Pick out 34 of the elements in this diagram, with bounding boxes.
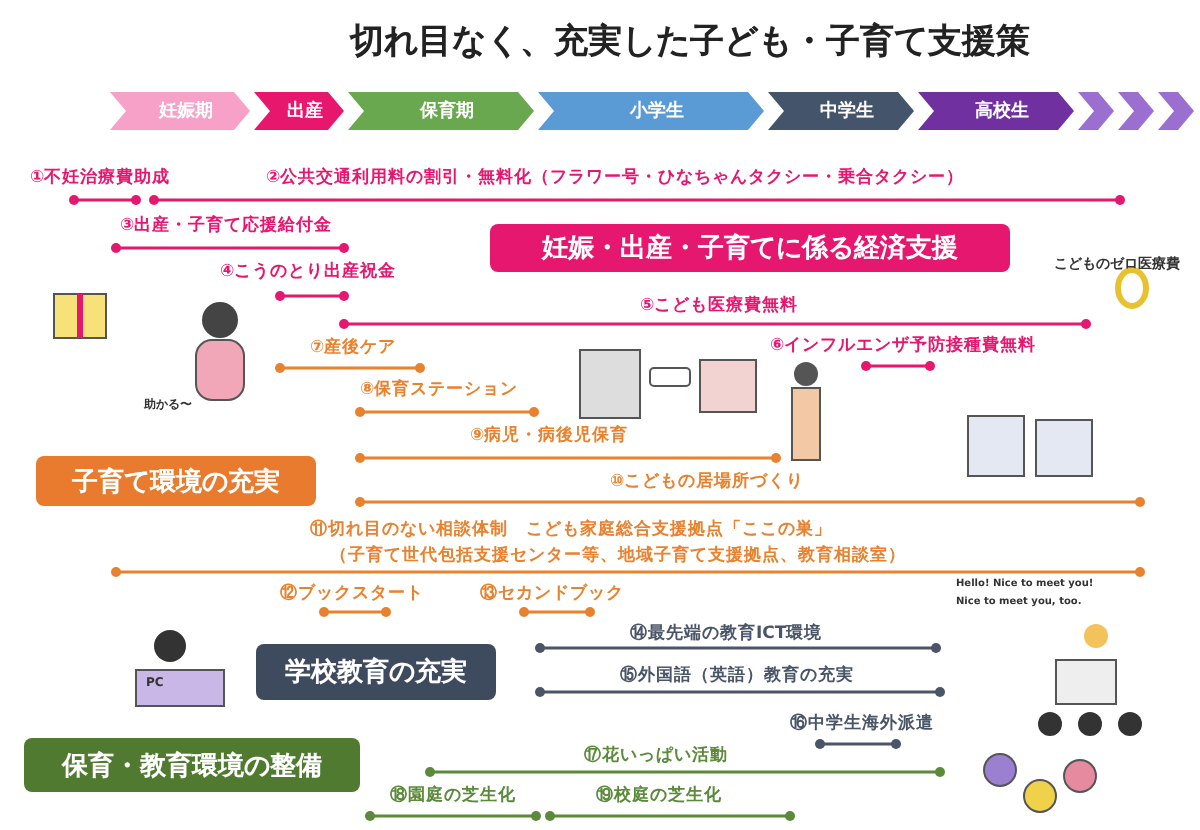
measure-label: ⑤こども医療費無料 [640, 298, 799, 315]
measure-label: ⑩こどもの居場所づくり [610, 474, 805, 491]
category-banner: 妊娠・出産・子育てに係る経済支援 [490, 224, 1010, 272]
stage-band [1158, 92, 1194, 130]
measure-label: ⑦産後ケア [310, 340, 397, 357]
measure-label: ⑪切れ目のない相談体制 こども家庭総合支援拠点「ここの巣」 [310, 522, 832, 539]
stage-band: 保育期 [348, 92, 534, 130]
measure-label: ⑧保育ステーション [360, 382, 519, 399]
stage-band [1078, 92, 1114, 130]
stage-band: 出産 [254, 92, 344, 130]
category-banner: 子育て環境の充実 [36, 456, 316, 506]
measure-label: ①不妊治療費助成 [30, 170, 171, 187]
title: 切れ目なく、充実した子ども・子育て支援策 [347, 20, 1032, 64]
category-banner: 保育・教育環境の整備 [24, 738, 360, 792]
stage-band [1118, 92, 1154, 130]
measure-label: ⑬セカンドブック [480, 586, 624, 603]
stage-band: 小学生 [538, 92, 764, 130]
measure-label: ⑥インフルエンザ予防接種費無料 [770, 338, 1037, 355]
stage-band: 中学生 [768, 92, 914, 130]
measure-label: ⑲校庭の芝生化 [596, 788, 722, 805]
measure-label: ④こうのとり出産祝金 [220, 264, 397, 281]
measure-label: ③出産・子育て応援給付金 [120, 218, 333, 235]
measure-label: ⑮外国語（英語）教育の充実 [620, 668, 854, 685]
measure-label: ⑨病児・病後児保育 [470, 428, 629, 445]
measure-label: ②公共交通利用料の割引・無料化（フラワー号・ひなちゃんタクシー・乗合タクシー） [266, 170, 965, 187]
measure-label: ⑱園庭の芝生化 [390, 788, 516, 805]
measure-label: ⑯中学生海外派遣 [790, 716, 934, 733]
stage-band: 高校生 [918, 92, 1074, 130]
measure-label: ⑰花いっぱい活動 [584, 748, 728, 765]
measure-label: ⑭最先端の教育ICT環境 [630, 626, 823, 643]
category-banner: 学校教育の充実 [256, 644, 496, 700]
measure-label: （子育て世代包括支援センター等、地域子育て支援拠点、教育相談室） [330, 548, 906, 565]
measure-label: ⑫ブックスタート [280, 586, 424, 603]
stage-band: 妊娠期 [110, 92, 250, 130]
